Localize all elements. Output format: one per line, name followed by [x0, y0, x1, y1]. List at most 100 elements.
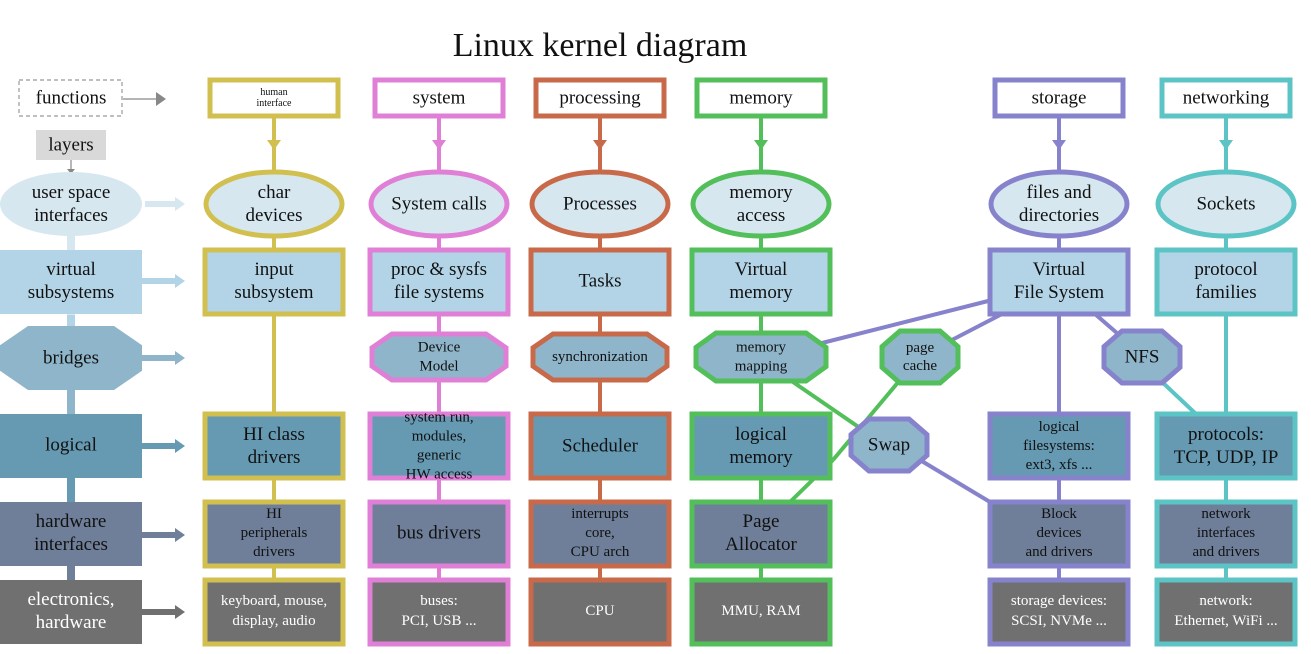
- networking-electronics-shape: [1154, 577, 1298, 647]
- processing-function-arrow-head: [593, 140, 607, 150]
- processing-hardware-interface-shape: [528, 499, 672, 569]
- layer-bridges[interactable]: bridges: [0, 326, 142, 390]
- storage-logical-label: filesystems:: [1023, 438, 1095, 454]
- memory-user-label: memory: [729, 182, 793, 203]
- memory-electronics-label: MMU, RAM: [721, 603, 800, 619]
- processing-logical-label: Scheduler: [562, 436, 639, 457]
- networking-virtual-label: protocol: [1194, 259, 1257, 280]
- system-hardware-interface-shape: [367, 499, 511, 569]
- nfs-node[interactable]: NFS: [1101, 328, 1183, 386]
- layer-electronics-arrow-head: [175, 605, 185, 619]
- memory-electronics[interactable]: MMU, RAM: [689, 577, 833, 647]
- system-user-interface[interactable]: System calls: [368, 169, 510, 239]
- human-interface-virtual-label: subsystem: [234, 282, 313, 303]
- processing-electronics[interactable]: CPU: [528, 577, 672, 647]
- memory-function[interactable]: memory: [694, 77, 828, 119]
- layer-electronics-label: hardware: [36, 612, 107, 633]
- storage-function[interactable]: storage: [992, 77, 1126, 119]
- processing-logical[interactable]: Scheduler: [528, 411, 672, 481]
- layer-hwif-arrow-head: [175, 528, 185, 542]
- networking-user-interface[interactable]: Sockets: [1155, 169, 1297, 239]
- processing-bridge[interactable]: synchronization: [530, 331, 670, 383]
- layer-hwif-label: hardware: [36, 511, 107, 532]
- legend-layers[interactable]: layers: [36, 130, 106, 160]
- vfs-to-page-cache: [947, 312, 1003, 344]
- human-interface-electronics[interactable]: keyboard, mouse,display, audio: [202, 577, 346, 647]
- processing-bridge-shape: [530, 331, 670, 383]
- storage-virtual-label: Virtual: [1033, 259, 1086, 280]
- processing-virtual-label: Tasks: [578, 271, 621, 292]
- system-function[interactable]: system: [372, 77, 506, 119]
- nfs-node-shape: [1101, 328, 1183, 386]
- networking-function[interactable]: networking: [1159, 77, 1293, 119]
- legend-functions-label: functions: [36, 88, 107, 109]
- legend-layers-arrow-head: [67, 169, 75, 174]
- system-logical-label: generic: [417, 448, 461, 464]
- networking-logical[interactable]: protocols:TCP, UDP, IP: [1154, 411, 1298, 481]
- memory-user-interface-shape: [690, 169, 832, 239]
- system-electronics[interactable]: buses:PCI, USB ...: [367, 577, 511, 647]
- memory-logical-label: memory: [729, 447, 793, 468]
- system-hardware-interface[interactable]: bus drivers: [367, 499, 511, 569]
- layer-user-arrow-head: [175, 197, 185, 211]
- processing-virtual[interactable]: Tasks: [528, 247, 672, 317]
- human-interface-function-label: human: [260, 87, 287, 98]
- legend-layers-label: layers: [48, 135, 93, 156]
- legend-functions[interactable]: functions: [18, 79, 123, 117]
- memory-bridge-label: memory: [736, 340, 786, 356]
- swap-node[interactable]: Swap: [848, 416, 930, 474]
- system-function-label: system: [413, 88, 466, 109]
- storage-electronics[interactable]: storage devices:SCSI, NVMe ...: [987, 577, 1131, 647]
- human-interface-user-label: devices: [246, 205, 303, 226]
- system-user-label: System calls: [391, 194, 487, 215]
- networking-electronics[interactable]: network:Ethernet, WiFi ...: [1154, 577, 1298, 647]
- layer-logical[interactable]: logical: [0, 414, 142, 478]
- storage-logical-shape: [987, 411, 1131, 481]
- page-cache-label: cache: [903, 358, 937, 374]
- human-interface-hwif-label: drivers: [253, 544, 295, 560]
- networking-hwif-label: and drivers: [1192, 544, 1259, 560]
- storage-hwif-label: devices: [1037, 525, 1082, 541]
- networking-user-label: Sockets: [1196, 194, 1255, 215]
- system-logical-label: system run,: [404, 410, 473, 426]
- networking-virtual-label: families: [1195, 282, 1256, 303]
- layer-virtual-label: virtual: [46, 259, 96, 280]
- memory-hwif-label: Page: [743, 511, 780, 532]
- layer-user-label: user space: [32, 182, 111, 203]
- storage-function-arrow-head: [1052, 140, 1066, 150]
- memory-mapping-to-swap: [791, 380, 862, 430]
- layer-electronics-hardware[interactable]: electronics,hardware: [0, 580, 142, 644]
- networking-virtual-shape: [1154, 247, 1298, 317]
- system-user-interface-shape: [368, 169, 510, 239]
- swap-to-block-devices: [918, 458, 992, 504]
- storage-user-label: directories: [1019, 205, 1099, 226]
- processing-logical-shape: [528, 411, 672, 481]
- processing-user-interface[interactable]: Processes: [529, 169, 671, 239]
- layer-logical-shape: [0, 414, 142, 478]
- processing-function[interactable]: processing: [533, 77, 667, 119]
